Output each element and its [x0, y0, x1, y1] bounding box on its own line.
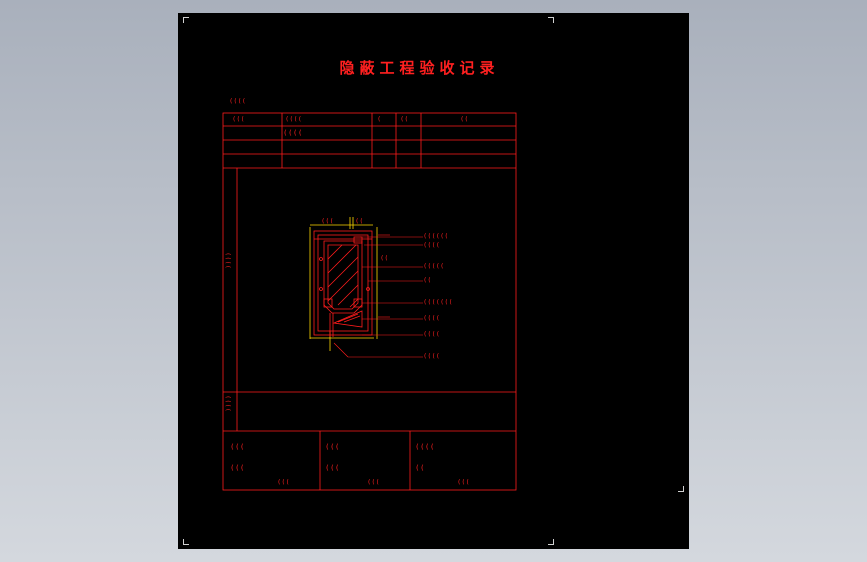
sign-date-1: ( ( ( — [278, 479, 289, 486]
sheet-title: 隐蔽工程验收记录 — [339, 59, 500, 77]
sign-cell3-top: ( ( ( ( — [416, 443, 434, 451]
opinion-label: ( ( ( ( — [224, 396, 231, 412]
sign-date-2: ( ( ( — [368, 479, 379, 486]
sign-cell2-top: ( ( ( — [326, 443, 339, 451]
header-col5: ( ( — [461, 116, 468, 123]
dim-label-top-left: ( ( ( — [322, 218, 333, 225]
corner-mark-tl — [183, 17, 189, 23]
sign-cell2-mid: ( ( ( — [326, 464, 339, 472]
corner-mark-bl — [183, 539, 189, 545]
callout-3: ( ( ( ( ( — [424, 263, 444, 270]
content-label: ( ( ( ( — [224, 253, 231, 269]
section-detail-drawing — [309, 217, 423, 358]
callout-4: ( ( — [424, 277, 431, 284]
header-col4: ( ( — [401, 116, 408, 123]
row1-content: ( ( ( ( — [284, 129, 302, 137]
callout-7: ( ( ( ( — [424, 331, 440, 338]
corner-mark-tr — [548, 17, 554, 23]
dim-label-side: ( ( — [381, 255, 388, 262]
header-col1: ( ( ( — [233, 116, 244, 123]
dim-label-top-right: ( ( — [356, 218, 363, 225]
callout-5: ( ( ( ( ( ( ( — [424, 299, 452, 306]
project-label: ( ( ( ( — [230, 98, 246, 105]
callout-8: ( ( ( ( — [424, 353, 440, 360]
sign-cell1-top: ( ( ( — [231, 443, 244, 451]
corner-mark-far-right — [678, 486, 684, 492]
sign-cell1-mid: ( ( ( — [231, 464, 244, 472]
sign-cell3-mid: ( ( — [416, 464, 424, 472]
header-col2: ( ( ( ( — [286, 116, 302, 123]
form-grid — [222, 112, 517, 491]
sign-date-3: ( ( ( — [458, 479, 469, 486]
corner-mark-br — [548, 539, 554, 545]
cad-viewport[interactable]: 隐蔽工程验收记录 ( ( ( ( ( ( ( ( ( ( ( ( ( ( ( (… — [178, 13, 689, 549]
callout-2: ( ( ( ( — [424, 242, 440, 249]
callout-6: ( ( ( ( — [424, 315, 440, 322]
callout-1: ( ( ( ( ( ( — [424, 233, 448, 240]
header-col3: ( — [378, 116, 381, 123]
